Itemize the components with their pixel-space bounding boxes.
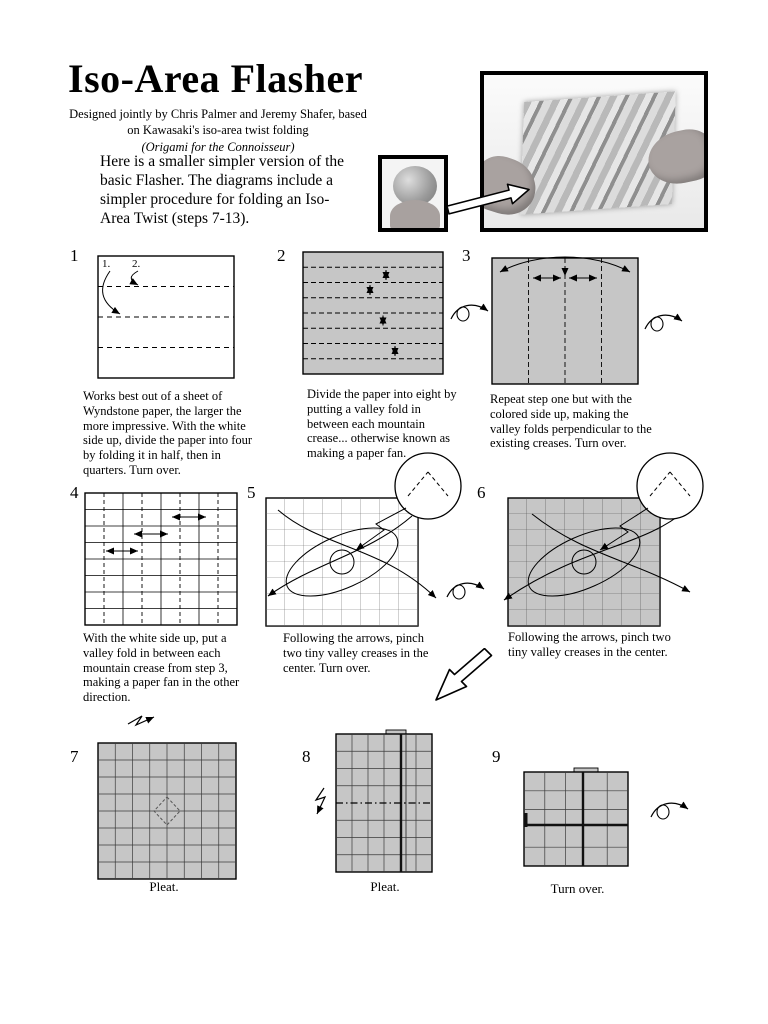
fold-order-label-2: 2. — [132, 258, 141, 270]
turn-over-icon — [446, 581, 485, 600]
crease-grid — [336, 734, 432, 872]
center-pinch-circle — [571, 549, 597, 575]
fan-fold-arrows — [366, 270, 399, 356]
step-4-diagram — [84, 492, 238, 626]
finished-model-photo — [480, 71, 708, 232]
step-7-caption: Pleat. — [149, 879, 179, 894]
step-2-number: 2 — [277, 246, 286, 265]
step-7-number: 7 — [70, 747, 79, 766]
magnifier-circle — [636, 452, 704, 520]
turn-over-icon — [644, 313, 683, 332]
step-8-number: 8 — [302, 747, 311, 766]
step-5-number: 5 — [247, 483, 256, 502]
intro-paragraph: Here is a smaller simpler version of the… — [100, 153, 345, 227]
next-row-arrow-icon — [435, 648, 493, 701]
fold-arrows — [102, 270, 139, 315]
step-4-number: 4 — [70, 483, 79, 502]
step-9-diagram — [523, 767, 629, 867]
magnifier-pointer — [355, 507, 407, 551]
step-6-diagram — [503, 452, 704, 627]
valley-crease-lines — [98, 286, 234, 348]
pleat-icon — [127, 715, 155, 727]
step-6-number: 6 — [477, 483, 486, 502]
pleat-layer-edge — [524, 813, 528, 827]
crease-grid — [266, 498, 418, 626]
step-4-caption: With the white side up, put a valley fol… — [83, 631, 240, 704]
magnified-valley-creases — [649, 471, 691, 497]
valley-crease-lines — [528, 258, 602, 384]
crumpled-ball-image — [393, 166, 437, 206]
step-5-diagram — [265, 452, 462, 627]
byline: Designed jointly by Chris Palmer and Jer… — [58, 106, 378, 155]
step-5-caption: Following the arrows, pinch two tiny val… — [283, 631, 429, 675]
byline-book-title: (Origami for the Connoisseur) — [141, 139, 295, 154]
crease-grid — [98, 743, 236, 879]
step-7-diagram — [97, 742, 237, 880]
step-1-diagram: 1. 2. — [97, 255, 235, 379]
paper-pleated — [523, 771, 629, 867]
crease-lines — [303, 266, 443, 360]
crease-grid — [508, 498, 660, 626]
hand-image — [390, 200, 440, 228]
step-3-diagram — [491, 256, 639, 385]
magnifier-circle — [394, 452, 462, 520]
crease-grid — [524, 772, 628, 866]
collapsed-model-photo — [378, 155, 448, 232]
swirl-path — [285, 527, 399, 597]
center-pinch-circle — [329, 549, 355, 575]
step-8-caption: Pleat. — [370, 879, 400, 894]
fold-order-label-1: 1. — [102, 258, 111, 270]
step-9-caption: Turn over. — [550, 881, 605, 896]
fold-arrows — [499, 256, 631, 282]
fan-fold-arrows — [106, 513, 206, 555]
turn-over-icon — [450, 303, 489, 322]
step-9-number: 9 — [492, 747, 501, 766]
step-2-diagram — [302, 251, 444, 375]
step-1-caption: Works best out of a sheet of Wyndstone p… — [83, 389, 253, 477]
step-6-caption: Following the arrows, pinch two tiny val… — [508, 630, 671, 659]
step-2-caption: Divide the paper into eight by putting a… — [307, 387, 457, 460]
magnifier-pointer — [599, 507, 649, 551]
expand-arrow-icon — [446, 183, 530, 215]
byline-line2: on Kawasaki's iso-area twist folding — [127, 123, 309, 138]
existing-crease-lines — [85, 493, 237, 625]
magnified-valley-creases — [407, 471, 449, 497]
byline-line1: Designed jointly by Chris Palmer and Jer… — [69, 107, 367, 121]
page-title: Iso-Area Flasher — [68, 56, 363, 101]
center-twist-diamond — [153, 796, 181, 826]
step-1-number: 1 — [70, 246, 79, 265]
step-8-diagram — [335, 729, 433, 873]
pleat-icon — [314, 787, 327, 815]
turn-over-icon — [650, 801, 689, 820]
pinch-arrows — [267, 509, 437, 599]
step-3-caption: Repeat step one but with the colored sid… — [490, 392, 652, 451]
step-3-number: 3 — [462, 246, 471, 265]
